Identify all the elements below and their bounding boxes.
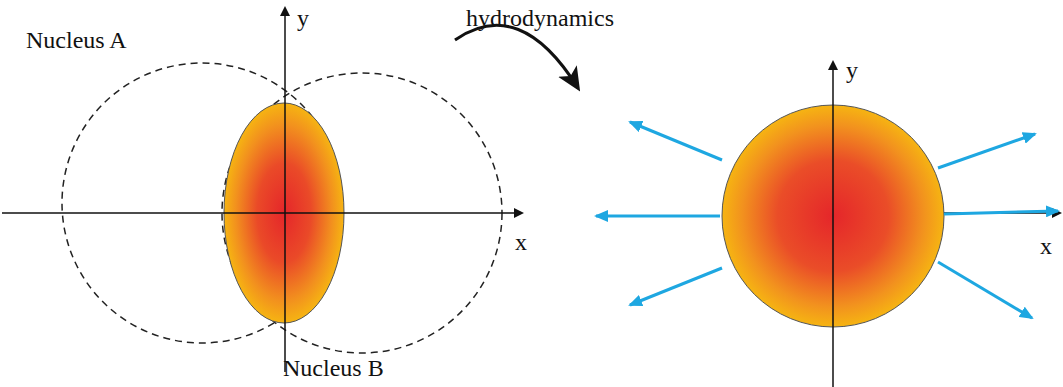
process-label: hydrodynamics (466, 6, 614, 30)
axis-label: y (297, 6, 309, 30)
y-axis (832, 62, 834, 387)
flow-arrows (596, 122, 1058, 318)
y-axis (284, 8, 286, 372)
nucleus-label: Nucleus A (26, 28, 127, 52)
axis-label: x (1040, 234, 1052, 258)
axis-label: y (846, 58, 858, 82)
nucleus-label: Nucleus B (283, 356, 384, 380)
evolution-arrow (455, 25, 578, 88)
x-axis (2, 212, 522, 214)
axis-label: x (515, 230, 527, 254)
